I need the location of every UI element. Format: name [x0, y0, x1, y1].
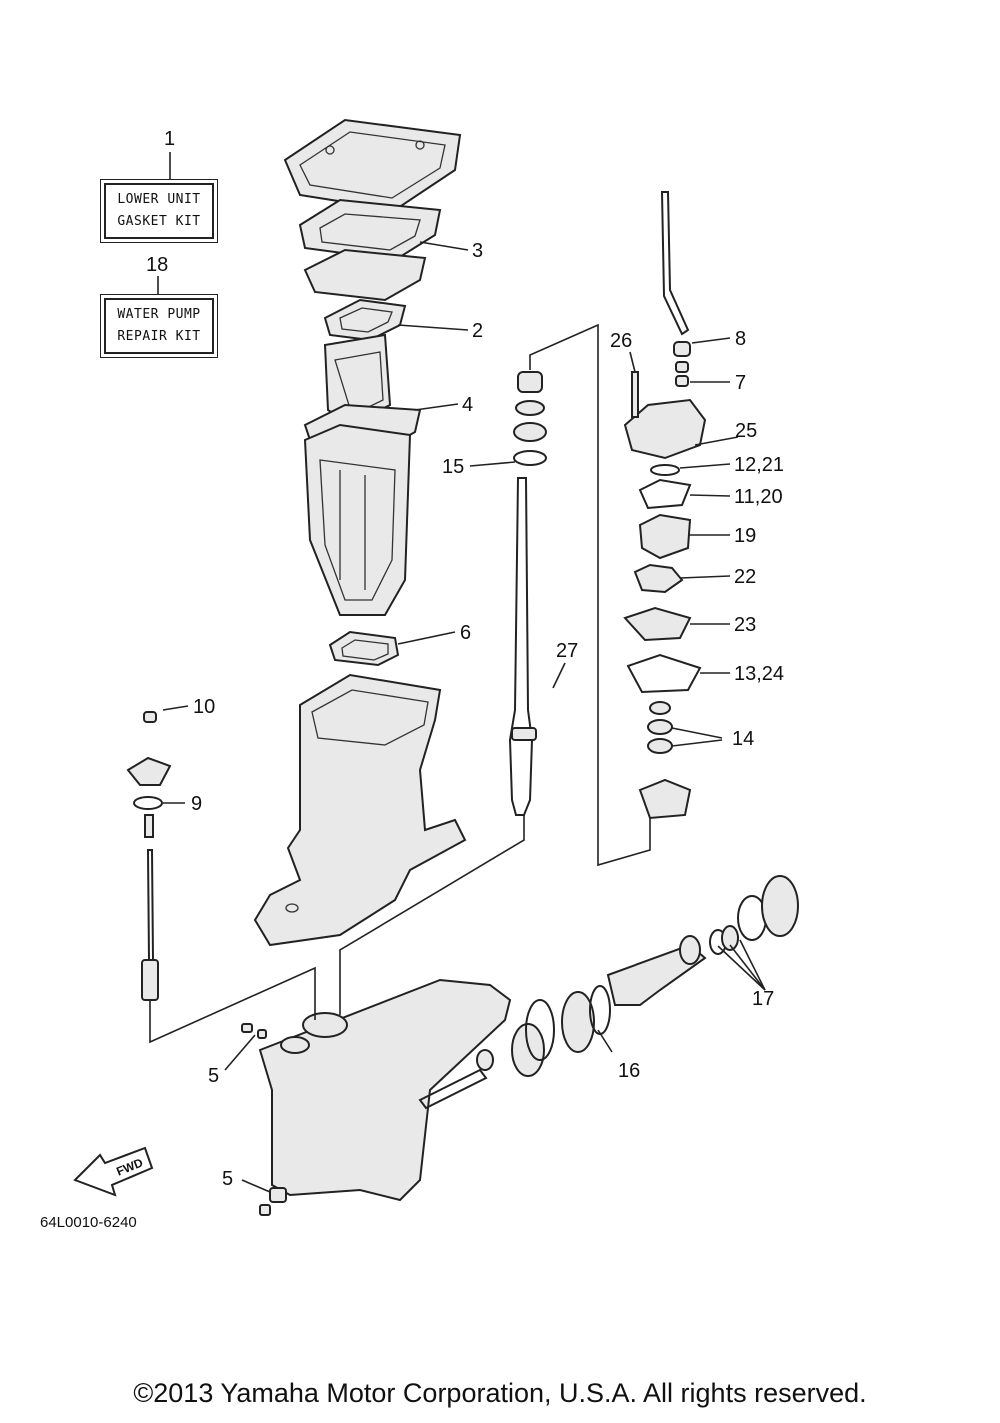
gearcase-part	[241, 978, 512, 1216]
callout-10: 10	[193, 696, 216, 718]
callout-2: 2	[472, 320, 484, 342]
kit-18-callout: 18	[146, 254, 169, 276]
callout-5-lower: 5	[222, 1168, 234, 1190]
seal-6-part	[328, 630, 400, 667]
callout-27: 27	[556, 640, 579, 662]
gasket-3-part	[298, 198, 442, 262]
callout-25: 25	[735, 420, 758, 442]
callout-26: 26	[610, 330, 633, 352]
copyright-notice: ©2013 Yamaha Motor Corporation, U.S.A. A…	[133, 1378, 867, 1408]
callout-16: 16	[618, 1060, 641, 1082]
callout-19: 19	[734, 525, 757, 547]
kit-1-line2: GASKET KIT	[117, 214, 201, 229]
callout-6: 6	[460, 622, 472, 644]
upper-casing-part	[303, 423, 412, 616]
reference-number: 64L0010-6240	[40, 1214, 137, 1231]
callout-4: 4	[462, 394, 474, 416]
gasket-2-part	[323, 298, 407, 342]
driveshaft-bearing-parts	[513, 371, 547, 466]
fwd-arrow-icon	[73, 1146, 154, 1197]
lower-unit-gasket-kit-box: LOWER UNIT GASKET KIT	[100, 179, 218, 243]
kit-1-line1: LOWER UNIT	[117, 192, 201, 207]
water-tube-part	[660, 191, 690, 336]
shift-rod-part	[126, 711, 172, 1001]
callout-22: 22	[734, 566, 757, 588]
water-pump-parts	[623, 341, 707, 820]
callout-13-24: 13,24	[734, 663, 785, 685]
leader-lines	[149, 152, 766, 1193]
callout-8: 8	[735, 328, 747, 350]
driveshaft-part	[508, 477, 537, 816]
callout-17: 17	[752, 988, 775, 1010]
exhaust-plate-part	[303, 248, 427, 302]
kit-18-line1: WATER PUMP	[117, 307, 201, 322]
callout-9: 9	[191, 793, 203, 815]
exhaust-manifold-part	[283, 118, 462, 212]
water-pump-repair-kit-box: WATER PUMP REPAIR KIT	[100, 294, 218, 358]
callout-15: 15	[442, 456, 465, 478]
callout-14: 14	[732, 728, 755, 750]
callout-5-upper: 5	[208, 1065, 220, 1087]
extension-casing-part	[253, 673, 467, 947]
callout-11-20: 11,20	[734, 486, 783, 508]
callout-12-21: 12,21	[734, 454, 785, 476]
kit-18-line2: REPAIR KIT	[117, 329, 201, 344]
kit-1-callout: 1	[164, 128, 176, 150]
callout-7: 7	[735, 372, 747, 394]
propeller-shaft-part	[418, 875, 799, 1110]
callout-23: 23	[734, 614, 757, 636]
callout-3: 3	[472, 240, 484, 262]
